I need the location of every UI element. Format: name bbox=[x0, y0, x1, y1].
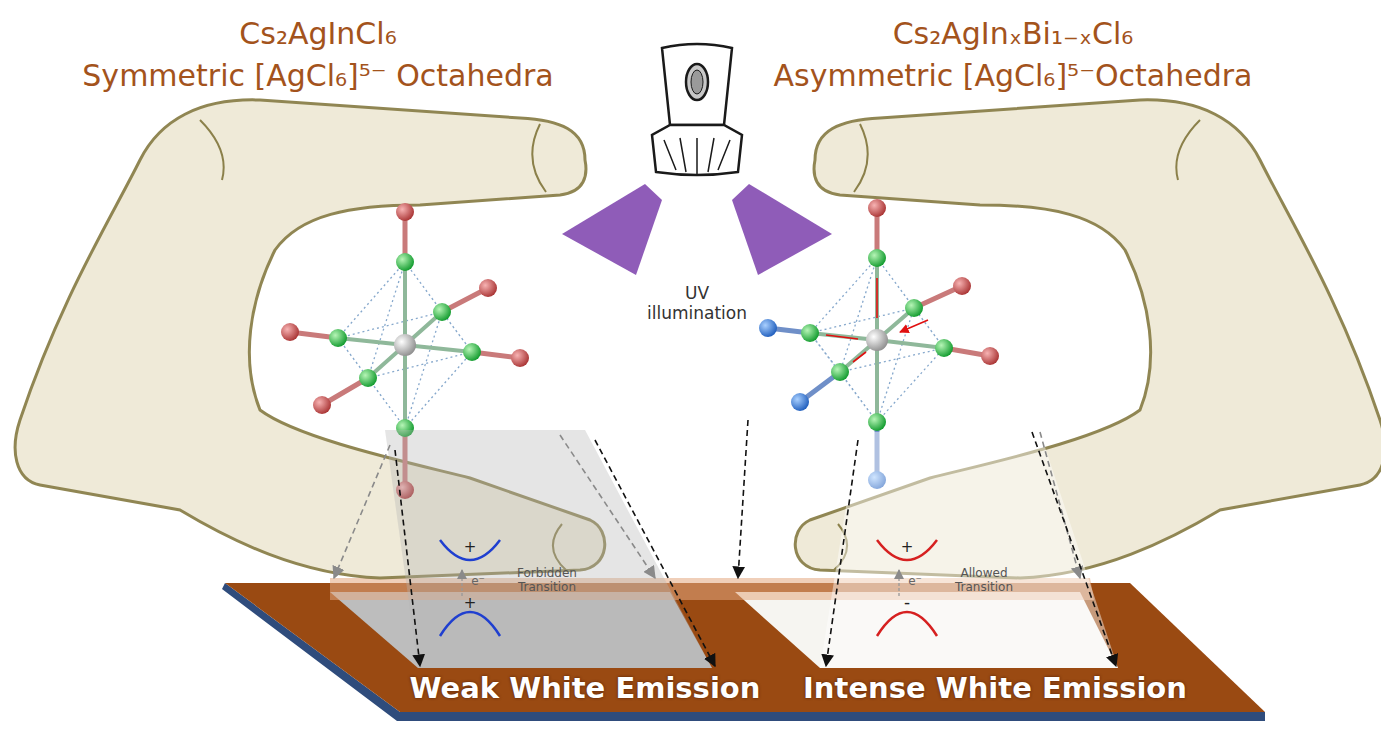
ag-cl-bonds bbox=[338, 262, 472, 428]
flashlight-head bbox=[652, 125, 742, 175]
transition-label: Forbidden Transition bbox=[506, 567, 588, 595]
emission-arrow bbox=[595, 440, 715, 666]
in-atom bbox=[396, 203, 414, 221]
cl-atom bbox=[905, 299, 923, 317]
valence-band bbox=[440, 612, 500, 636]
uv-beam bbox=[732, 184, 832, 275]
uv-label: UV illumination bbox=[641, 284, 753, 323]
transition-arrow bbox=[461, 570, 462, 596]
transition-label: Allowed Transition bbox=[943, 567, 1025, 595]
electron-label: e⁻ bbox=[471, 574, 485, 588]
bi-atom bbox=[759, 319, 777, 337]
structure-subtitle: Symmetric [AgCl₆]⁵⁻ Octahedra bbox=[82, 58, 553, 94]
bi-atom bbox=[791, 393, 809, 411]
distortion-arrows bbox=[826, 278, 928, 362]
emission-arrow bbox=[334, 445, 390, 578]
emission-arrow bbox=[1032, 432, 1116, 666]
compound-title: Cs₂AgInₓBi₁₋ₓCl₆ bbox=[893, 16, 1134, 52]
charge-sign: + bbox=[901, 538, 914, 556]
in-atom bbox=[479, 279, 497, 297]
emission-arrow bbox=[738, 420, 748, 578]
in-atom bbox=[981, 347, 999, 365]
emission-arrow bbox=[1040, 432, 1080, 578]
structure-subtitle: Asymmetric [AgCl₆]⁵⁻Octahedra bbox=[774, 58, 1253, 94]
charge-sign: + bbox=[464, 538, 477, 556]
flashlight-ridges bbox=[664, 138, 730, 174]
right-beam bbox=[820, 432, 1118, 668]
compound-title: Cs₂AgInCl₆ bbox=[239, 16, 396, 52]
ag-atom bbox=[866, 329, 888, 351]
cl-in-bonds bbox=[877, 208, 990, 356]
transition-arrow bbox=[898, 570, 899, 596]
in-atom bbox=[868, 199, 886, 217]
flashlight bbox=[652, 44, 742, 175]
in-atom bbox=[313, 396, 331, 414]
charge-sign: + bbox=[464, 594, 477, 612]
cl-atom bbox=[831, 363, 849, 381]
valence-band bbox=[877, 612, 937, 636]
emission-arrow bbox=[826, 440, 858, 666]
flashlight-body bbox=[662, 44, 732, 125]
electron-label: e⁻ bbox=[908, 574, 922, 588]
cl-atom bbox=[868, 413, 886, 431]
cl-atom bbox=[801, 324, 819, 342]
in-atom bbox=[281, 323, 299, 341]
in-atom bbox=[511, 349, 529, 367]
octahedron-edges bbox=[338, 262, 472, 428]
cl-atom bbox=[935, 339, 953, 357]
emission-arrow bbox=[395, 450, 420, 666]
ag-cl-bonds bbox=[810, 258, 944, 422]
charge-sign: - bbox=[904, 592, 910, 612]
flashlight-button bbox=[686, 64, 708, 100]
flashlight-button bbox=[691, 70, 703, 94]
cl-atom bbox=[463, 343, 481, 361]
cl-atom bbox=[433, 303, 451, 321]
ag-atom bbox=[394, 334, 416, 356]
in-atom bbox=[953, 277, 971, 295]
cl-atom bbox=[359, 369, 377, 387]
left-beam bbox=[385, 430, 712, 668]
octahedron-edges bbox=[810, 258, 944, 422]
emission-arrow bbox=[560, 435, 655, 578]
cl-atom bbox=[396, 253, 414, 271]
cl-atom bbox=[868, 249, 886, 267]
uv-beam bbox=[562, 184, 662, 275]
hands bbox=[15, 100, 1381, 578]
emission-label: Weak White Emission bbox=[410, 671, 761, 706]
emission-label: Intense White Emission bbox=[803, 671, 1187, 706]
cl-atom bbox=[329, 329, 347, 347]
emission-arrows bbox=[334, 420, 1116, 666]
